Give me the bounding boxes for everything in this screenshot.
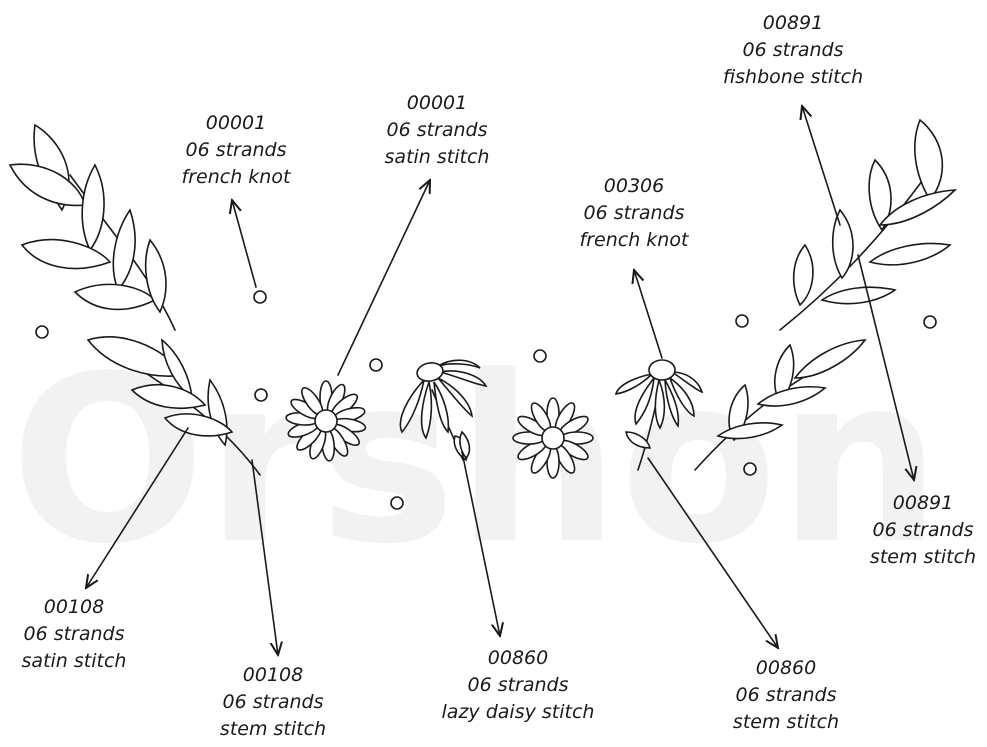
arrow-french-knot-00001 (232, 200, 256, 287)
thread-code: 00891 (673, 10, 913, 37)
stitch-name: lazy daisy stitch (398, 699, 638, 726)
label-stem-00891: 00891 06 strands stem stitch (803, 490, 987, 571)
label-stem-00860: 00860 06 strands stem stitch (666, 655, 906, 736)
label-fishbone-00891: 00891 06 strands fishbone stitch (673, 10, 913, 91)
strand-count: 06 strands (803, 517, 987, 544)
label-stem-00108: 00108 06 strands stem stitch (153, 662, 393, 743)
label-satin-00001: 00001 06 strands satin stitch (317, 90, 557, 171)
strand-count: 06 strands (666, 682, 906, 709)
stitch-name: fishbone stitch (673, 64, 913, 91)
strand-count: 06 strands (398, 672, 638, 699)
right-upper-branch (780, 120, 955, 330)
strand-count: 06 strands (0, 621, 194, 648)
strand-count: 06 strands (153, 689, 393, 716)
thread-code: 00001 (317, 90, 557, 117)
thread-code: 00860 (398, 645, 638, 672)
label-lazy-daisy-00860: 00860 06 strands lazy daisy stitch (398, 645, 638, 726)
stitch-name: french knot (514, 227, 754, 254)
thread-code: 00306 (514, 173, 754, 200)
stitch-name: stem stitch (666, 709, 906, 736)
strand-count: 06 strands (673, 37, 913, 64)
stitch-name: stem stitch (803, 544, 987, 571)
strand-count: 06 strands (514, 200, 754, 227)
thread-code: 00860 (666, 655, 906, 682)
stitch-name: satin stitch (317, 144, 557, 171)
label-french-knot-00306: 00306 06 strands french knot (514, 173, 754, 254)
thread-code: 00108 (0, 594, 194, 621)
strand-count: 06 strands (317, 117, 557, 144)
arrow-fishbone-00891 (802, 106, 840, 225)
stitch-name: stem stitch (153, 716, 393, 743)
thread-code: 00891 (803, 490, 987, 517)
thread-code: 00108 (153, 662, 393, 689)
